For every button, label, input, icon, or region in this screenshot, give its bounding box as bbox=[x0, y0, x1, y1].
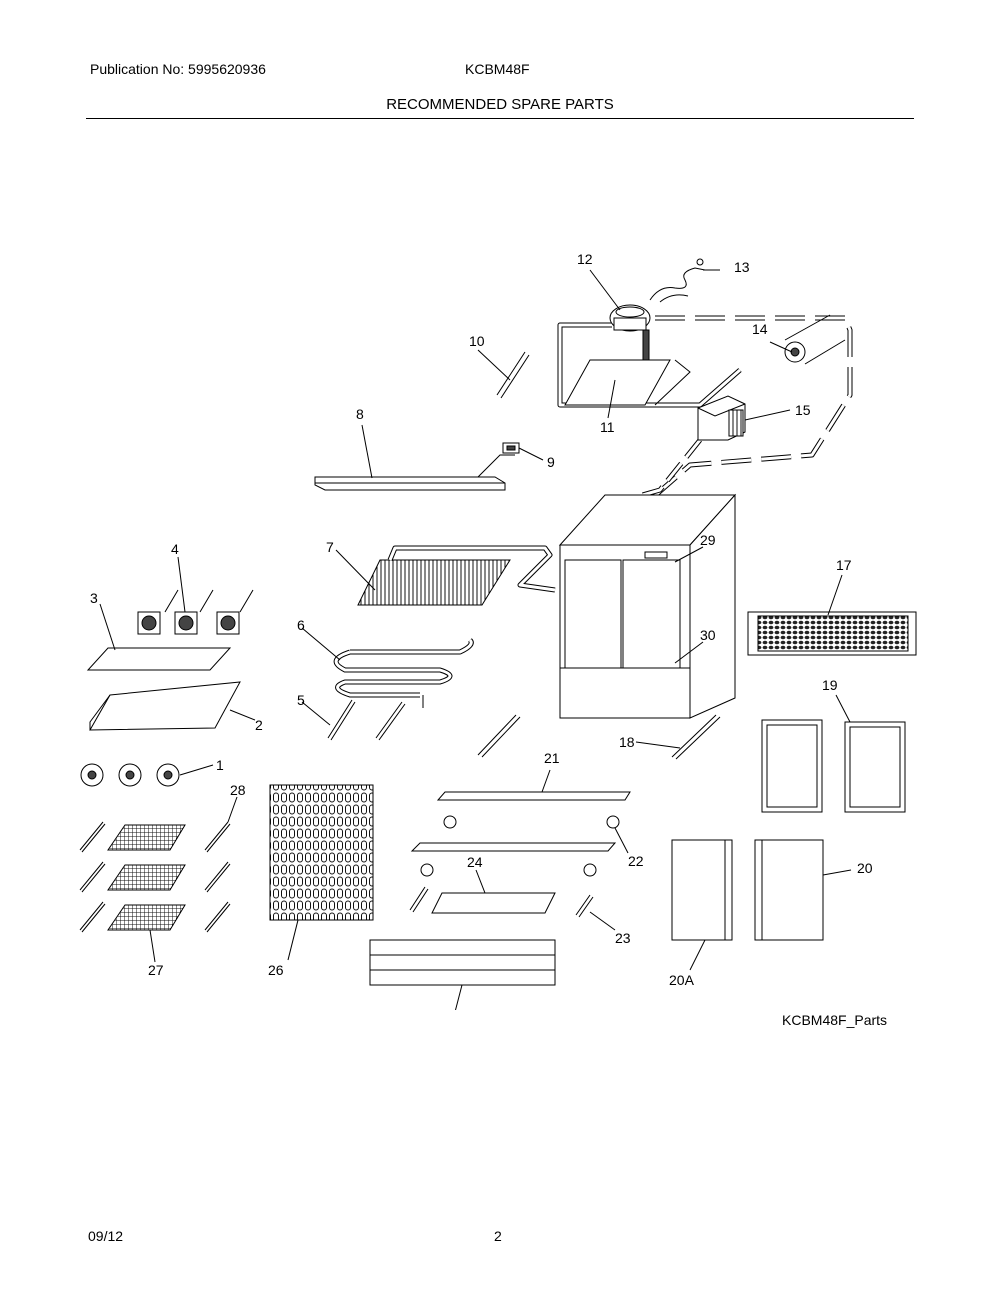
part-6-heater bbox=[333, 638, 474, 708]
part-28-rack-supports bbox=[79, 821, 231, 933]
part-25-drawer bbox=[369, 939, 556, 986]
callout-27: 27 bbox=[148, 962, 164, 978]
header-rule bbox=[86, 118, 914, 119]
callout-labels: 1 2 3 4 5 6 7 8 9 10 11 12 13 14 15 17 1… bbox=[90, 251, 873, 988]
callout-22: 22 bbox=[628, 853, 644, 869]
callout-30: 30 bbox=[700, 627, 716, 643]
part-20-door bbox=[754, 839, 824, 941]
diagram-name: KCBM48F_Parts bbox=[782, 1012, 888, 1028]
callout-5: 5 bbox=[297, 692, 305, 708]
part-17-grill bbox=[747, 611, 917, 656]
part-12-compressor bbox=[609, 304, 651, 361]
callout-15: 15 bbox=[795, 402, 811, 418]
callout-23: 23 bbox=[615, 930, 631, 946]
part-3-fan-plate bbox=[86, 647, 232, 671]
part-4-fan-motors bbox=[137, 589, 254, 635]
callout-28: 28 bbox=[230, 782, 246, 798]
part-26-curtain bbox=[269, 784, 374, 921]
part-21-rails bbox=[410, 791, 631, 852]
callout-26: 26 bbox=[268, 962, 284, 978]
callout-7: 7 bbox=[326, 539, 334, 555]
part-2-drip-tray bbox=[89, 681, 241, 731]
part-29-cabinet bbox=[558, 493, 737, 719]
part-22-casters bbox=[420, 815, 620, 877]
part-24-tray bbox=[431, 892, 556, 914]
callout-11: 11 bbox=[600, 419, 615, 435]
part-1-fan-guards bbox=[80, 763, 180, 787]
callout-2: 2 bbox=[255, 717, 263, 733]
callout-1: 1 bbox=[216, 757, 224, 773]
exploded-parts-diagram: 1 2 3 4 5 6 7 8 9 10 11 12 13 14 15 17 1… bbox=[79, 251, 917, 1010]
part-7-evaporator bbox=[357, 545, 556, 606]
part-13-power-cord bbox=[649, 258, 706, 303]
part-19-gaskets bbox=[761, 719, 906, 813]
callout-20: 20 bbox=[857, 860, 873, 876]
refrigerant-tubing bbox=[557, 315, 853, 503]
callout-6: 6 bbox=[297, 617, 305, 633]
callout-21: 21 bbox=[544, 750, 560, 766]
callout-24: 24 bbox=[467, 854, 483, 870]
callout-18: 18 bbox=[619, 734, 635, 750]
model-number: KCBM48F bbox=[465, 61, 530, 77]
callout-29: 29 bbox=[700, 532, 716, 548]
part-8-trim-channel bbox=[314, 454, 515, 491]
part-9-control bbox=[502, 442, 520, 454]
part-20A-door bbox=[671, 839, 733, 941]
callout-17: 17 bbox=[836, 557, 852, 573]
part-11-plate bbox=[564, 359, 671, 406]
callout-leaders bbox=[99, 269, 852, 1010]
callout-12: 12 bbox=[577, 251, 593, 267]
part-23-rods bbox=[409, 886, 594, 918]
part-18-rail bbox=[671, 714, 721, 760]
callout-13: 13 bbox=[734, 259, 750, 275]
callout-8: 8 bbox=[356, 406, 364, 422]
part-5-rods bbox=[327, 699, 521, 758]
callout-10: 10 bbox=[469, 333, 485, 349]
part-15-condenser bbox=[697, 395, 746, 441]
part-10-bracket bbox=[496, 351, 530, 399]
callout-19: 19 bbox=[822, 677, 838, 693]
page-title: RECOMMENDED SPARE PARTS bbox=[386, 96, 614, 113]
callout-9: 9 bbox=[547, 454, 555, 470]
callout-14: 14 bbox=[752, 321, 768, 337]
callout-4: 4 bbox=[171, 541, 179, 557]
footer-date: 09/12 bbox=[88, 1228, 124, 1244]
part-14-condenser-fan bbox=[784, 314, 846, 365]
callout-20A: 20A bbox=[669, 972, 695, 988]
callout-3: 3 bbox=[90, 590, 98, 606]
publication-number: Publication No: 5995620936 bbox=[90, 61, 266, 77]
page-number: 2 bbox=[494, 1228, 502, 1244]
part-27-racks bbox=[107, 824, 186, 931]
